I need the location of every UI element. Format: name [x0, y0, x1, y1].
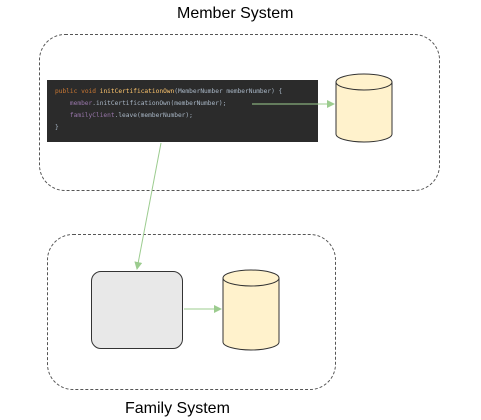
- code-keyword-public: public: [55, 88, 78, 95]
- code-method-params: (MemberNumber memberNumber) {: [174, 88, 283, 95]
- code-line-1: public void initCertificationOwn(MemberN…: [55, 86, 310, 98]
- family-system-title: Family System: [125, 400, 230, 417]
- code-line-4: }: [55, 122, 310, 134]
- family-system-boundary: [47, 234, 336, 390]
- member-system-title: Member System: [177, 5, 294, 22]
- code-field-family-client: familyClient: [69, 112, 115, 119]
- code-line-2: member.initCertificationOwn(memberNumber…: [55, 98, 310, 110]
- member-system-boundary: [39, 34, 440, 191]
- code-call-init: .initCertificationOwn(memberNumber);: [92, 100, 227, 107]
- code-snippet: public void initCertificationOwn(MemberN…: [47, 80, 318, 142]
- code-field-member: member: [69, 100, 93, 107]
- code-call-leave: .leave(memberNumber);: [114, 112, 193, 119]
- code-closing-brace: }: [55, 124, 59, 131]
- code-keyword-void: void: [81, 88, 96, 95]
- code-method-name: initCertificationOwn: [99, 88, 175, 95]
- family-service-box: [91, 271, 183, 349]
- code-line-3: familyClient.leave(memberNumber);: [55, 110, 310, 122]
